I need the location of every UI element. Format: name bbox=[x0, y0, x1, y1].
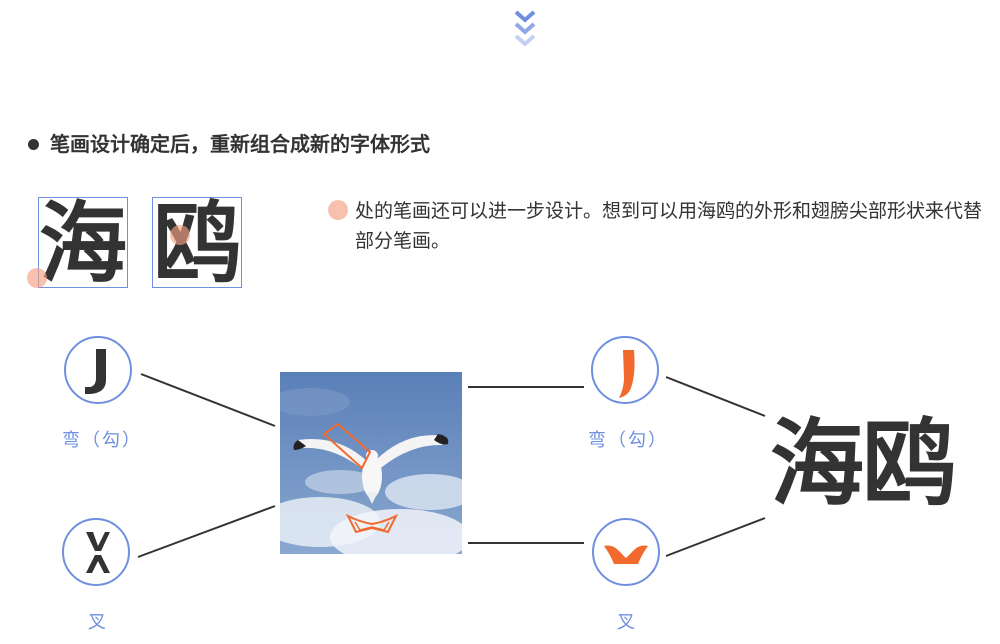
fork-stroke-label-original: 叉 bbox=[88, 612, 108, 633]
stroke-marker-ou bbox=[170, 225, 190, 245]
hook-stroke-icon bbox=[619, 350, 635, 398]
sample-char-ou: 鸥 bbox=[153, 192, 242, 295]
stroke-marker-hai bbox=[27, 268, 47, 288]
note-text: 处的笔画还可以进一步设计。想到可以用海鸥的外形和翅膀尖部形状来代替部分笔画。 bbox=[355, 200, 983, 252]
fork-stroke-circle-original bbox=[62, 518, 130, 586]
heading-bullet bbox=[28, 139, 39, 150]
hook-stroke-circle-original bbox=[64, 336, 132, 404]
hook-stroke-icon bbox=[85, 349, 106, 394]
fork-stroke-icon bbox=[604, 545, 648, 564]
fork-stroke-label-redesigned: 叉 bbox=[617, 612, 637, 633]
hook-stroke-circle-redesigned bbox=[591, 336, 659, 404]
hook-stroke-label-original: 弯（勾） bbox=[62, 430, 142, 451]
fork-stroke-icon bbox=[86, 532, 110, 573]
fork-stroke-circle-redesigned bbox=[592, 518, 660, 586]
sample-char-ou-box: 鸥 bbox=[152, 192, 242, 295]
section-heading: 笔画设计确定后，重新组合成新的字体形式 bbox=[50, 132, 430, 156]
chevron-down-triple-icon bbox=[514, 10, 536, 47]
sample-char-hai-box: 海 bbox=[38, 192, 128, 295]
hook-stroke-label-redesigned: 弯（勾） bbox=[588, 430, 668, 451]
note-marker bbox=[328, 200, 348, 220]
final-logotype: 海鸥 bbox=[770, 410, 956, 519]
seagull-photo bbox=[280, 372, 462, 554]
sample-char-hai: 海 bbox=[39, 192, 128, 295]
